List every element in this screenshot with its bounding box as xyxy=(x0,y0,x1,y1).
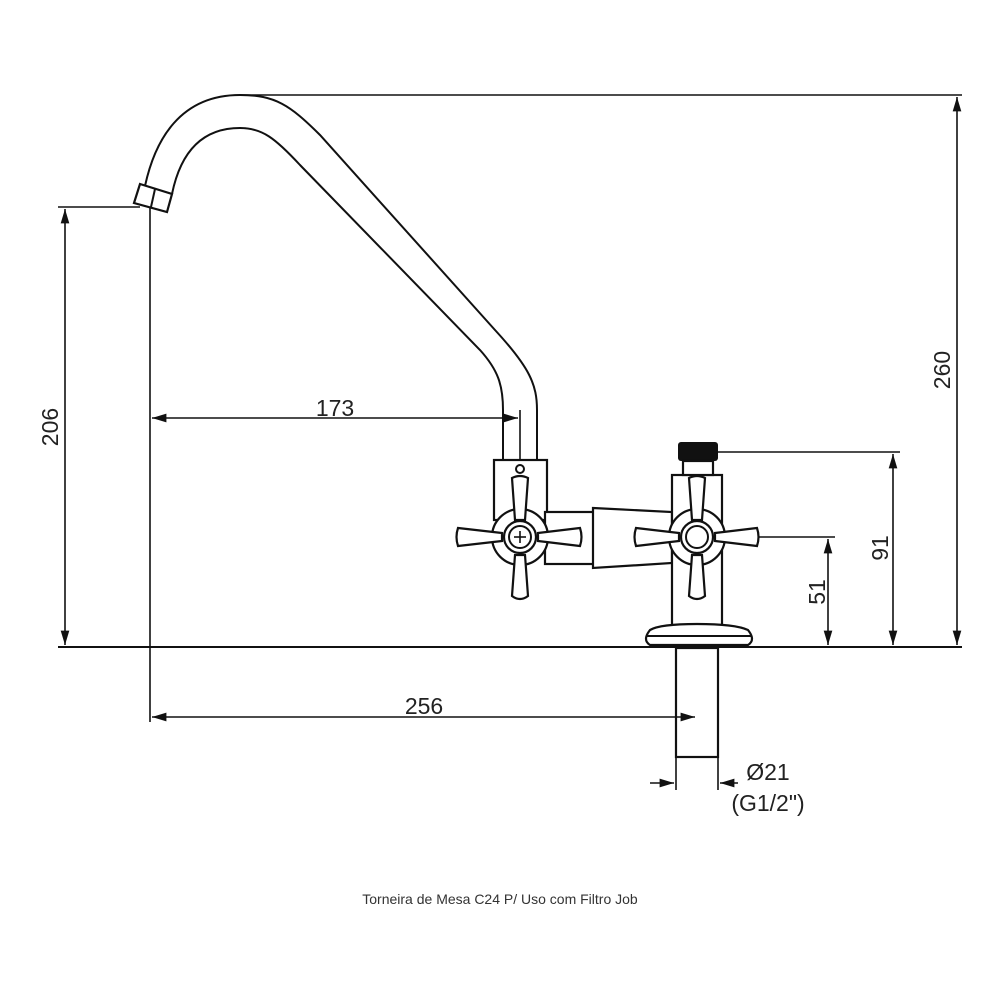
dim-91-label: 91 xyxy=(867,535,893,561)
right-valve xyxy=(633,442,760,759)
dim-thread-label: (G1/2") xyxy=(731,790,804,816)
dim-256-label: 256 xyxy=(405,693,443,719)
dimension-lines xyxy=(60,97,962,790)
dim-51-label: 51 xyxy=(804,579,830,605)
extension-lines xyxy=(58,94,962,722)
dim-173-label: 173 xyxy=(316,395,354,421)
dim-260-label: 260 xyxy=(929,351,955,389)
left-valve xyxy=(455,458,597,601)
base-flange xyxy=(644,622,754,647)
dim-diameter-label: Ø21 xyxy=(746,759,789,785)
supply-pipe xyxy=(674,646,720,759)
drawing-caption: Torneira de Mesa C24 P/ Uso com Filtro J… xyxy=(362,891,638,907)
dim-206-label: 206 xyxy=(37,408,63,446)
filter-cap xyxy=(678,442,718,461)
spout xyxy=(132,93,538,462)
